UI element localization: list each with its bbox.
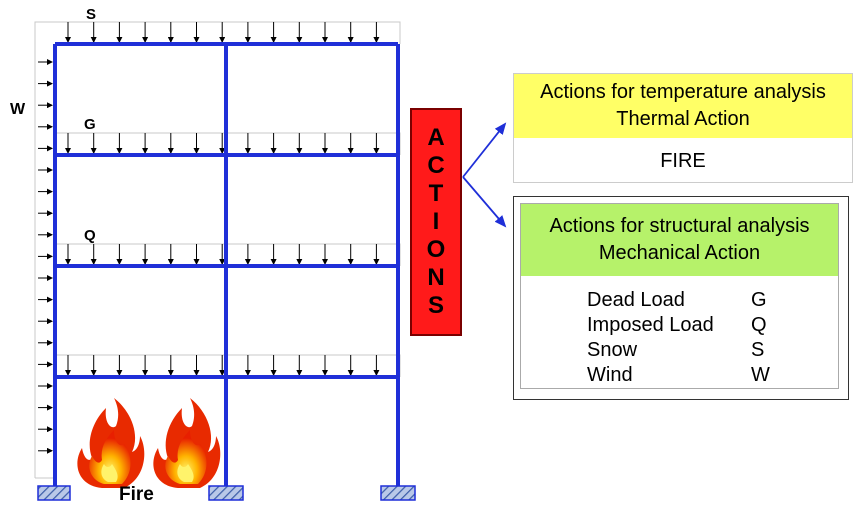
wind-load-label: W	[10, 101, 26, 118]
mechanical-panel-header: Actions for structural analysis Mechanic…	[521, 204, 838, 276]
dead-load-label: G	[84, 116, 96, 133]
actions-letter: I	[432, 208, 440, 235]
thermal-panel-title: Actions for temperature analysis	[540, 81, 826, 103]
mechanical-panel-inner: Actions for structural analysis Mechanic…	[520, 203, 839, 389]
wind-load-arrows	[38, 59, 53, 454]
action-name: Dead Load	[587, 289, 685, 311]
action-name: Imposed Load	[587, 314, 714, 336]
list-item: Dead Load G	[521, 288, 838, 313]
fire-label: Fire	[119, 484, 154, 505]
snow-load-label: S	[86, 6, 96, 23]
actions-letter: T	[428, 180, 444, 207]
actions-letter: N	[427, 264, 445, 291]
mechanical-action-list: Dead Load G Imposed Load Q Snow S Wind W	[521, 276, 838, 388]
action-symbol: G	[751, 289, 767, 311]
actions-letter: O	[426, 236, 446, 263]
actions-connector-arrows	[462, 122, 507, 228]
action-name: Snow	[587, 339, 638, 361]
thermal-panel-header: Actions for temperature analysis Thermal…	[514, 74, 852, 138]
distributed-load-arrows	[65, 22, 380, 376]
action-symbol: S	[751, 339, 765, 361]
actions-letter: A	[427, 124, 445, 151]
flame-icon	[153, 398, 221, 488]
blue-frame	[53, 42, 400, 486]
mechanical-panel-subtitle: Mechanical Action	[598, 242, 761, 264]
actions-letter: C	[427, 152, 445, 179]
flame-icon	[77, 398, 145, 488]
actions-letter: S	[427, 292, 444, 319]
thermal-action-panel: Actions for temperature analysis Thermal…	[513, 73, 853, 183]
action-name: Wind	[587, 364, 633, 386]
support-right	[380, 485, 416, 501]
action-symbol: W	[751, 364, 770, 386]
list-item: Imposed Load Q	[521, 313, 838, 338]
thermal-panel-subtitle: Thermal Action	[616, 108, 750, 130]
support-left	[37, 485, 71, 501]
list-item: Wind W	[521, 363, 838, 388]
thermal-panel-body: FIRE	[660, 149, 706, 172]
list-item: Snow S	[521, 338, 838, 363]
action-symbol: Q	[751, 314, 767, 336]
mechanical-action-panel: Actions for structural analysis Mechanic…	[513, 196, 849, 400]
support-middle	[208, 485, 244, 501]
load-region-outlines	[34, 21, 401, 479]
mechanical-panel-title: Actions for structural analysis	[549, 215, 810, 237]
imposed-load-label: Q	[84, 227, 96, 244]
